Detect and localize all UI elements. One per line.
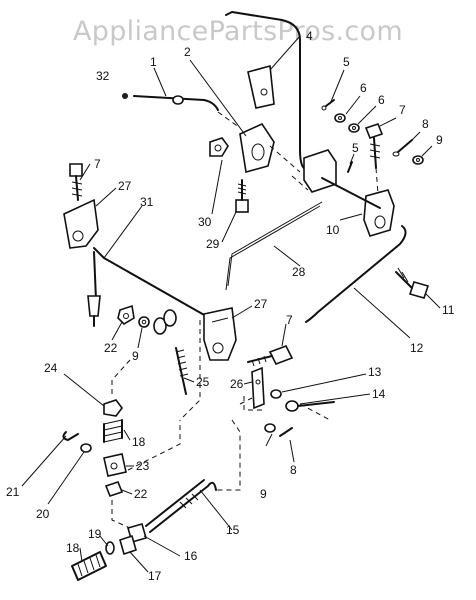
part-thin-rod [225, 201, 323, 291]
callout-23: 23 [136, 459, 150, 473]
callout-6a: 6 [360, 81, 367, 95]
callout-25: 25 [196, 375, 210, 389]
part-washer-19 [105, 541, 115, 555]
part-bolt-11 [395, 267, 430, 299]
callout-5b: 5 [352, 141, 359, 155]
callout-22b: 22 [134, 487, 148, 501]
part-cotter-pin-8b [279, 427, 293, 437]
part-cotter-pin-8a [392, 139, 413, 157]
callout-32: 32 [96, 69, 110, 83]
callout-24: 24 [44, 361, 58, 375]
callout-19: 19 [88, 527, 102, 541]
callout-2: 2 [184, 45, 191, 59]
part-hairpin-21 [62, 431, 79, 441]
callout-27a: 27 [118, 179, 132, 193]
part-bolt-7c [247, 344, 294, 367]
callout-26: 26 [230, 377, 244, 391]
callout-29: 29 [206, 237, 220, 251]
callout-8a: 8 [422, 117, 429, 131]
part-long-rod [305, 225, 407, 323]
part-collar [153, 309, 177, 335]
callout-16: 16 [184, 549, 198, 563]
callout-6b: 6 [378, 93, 385, 107]
part-bolt-7a [364, 123, 384, 169]
callout-numbers: 1 2 4 5 6 6 7 8 9 5 32 7 27 31 30 29 10 … [6, 29, 455, 583]
part-washer-9b [138, 316, 150, 328]
callout-18b: 18 [66, 541, 80, 555]
callout-28: 28 [292, 265, 306, 279]
part-clevis-pin-14 [285, 400, 335, 412]
part-cotter-pin-5a [321, 99, 335, 111]
part-link-rod [122, 93, 219, 111]
callout-8b: 8 [290, 463, 297, 477]
callout-13: 13 [368, 365, 382, 379]
part-bracket-27b [203, 307, 237, 361]
callout-17: 17 [148, 569, 162, 583]
callout-5a: 5 [343, 55, 350, 69]
part-washer-20 [80, 443, 92, 453]
callout-27b: 27 [254, 297, 268, 311]
part-swivel-block-23 [103, 453, 127, 477]
part-rod-bracket [247, 64, 275, 109]
part-nut-22a [117, 304, 135, 326]
callout-21: 21 [6, 485, 20, 499]
part-trunnion [303, 149, 395, 237]
callout-9c: 9 [260, 487, 267, 501]
part-bolt-29 [235, 179, 249, 213]
callout-9b: 9 [132, 349, 139, 363]
part-washer-9a [412, 155, 424, 165]
part-lower-rod [145, 479, 217, 533]
part-washer-6b [348, 123, 360, 133]
callout-31: 31 [140, 195, 154, 209]
part-washer-13 [270, 389, 282, 399]
callout-14: 14 [372, 387, 386, 401]
part-nut-30 [209, 137, 229, 157]
part-nut-24 [103, 399, 123, 417]
part-bolt-7b [69, 163, 83, 201]
part-nut-17 [119, 534, 137, 556]
callout-1: 1 [150, 55, 157, 69]
part-nut-22b [104, 481, 124, 497]
callout-12: 12 [410, 341, 424, 355]
part-washer-6a [334, 113, 346, 123]
part-spring-18b [71, 551, 107, 581]
callout-7c: 7 [286, 313, 293, 327]
part-bracket-27a [63, 198, 99, 249]
callout-9a: 9 [436, 133, 443, 147]
part-spring-rod [175, 347, 189, 395]
part-cotter-pin-5b [347, 161, 353, 173]
callout-7a: 7 [399, 103, 406, 117]
callout-18a: 18 [132, 435, 146, 449]
callout-4: 4 [306, 29, 313, 43]
assembly-lines [111, 111, 379, 529]
callout-20: 20 [36, 507, 50, 521]
callout-15: 15 [226, 523, 240, 537]
callout-30: 30 [198, 215, 212, 229]
part-clip-26 [251, 366, 265, 410]
callout-7b: 7 [94, 157, 101, 171]
callout-22a: 22 [104, 341, 118, 355]
part-shaft [87, 247, 207, 327]
part-spring-18a [103, 419, 123, 443]
part-pivot-bracket [239, 122, 275, 174]
leader-lines [21, 35, 441, 573]
part-washer-9c [264, 423, 276, 433]
callout-10: 10 [326, 223, 340, 237]
callout-11: 11 [442, 303, 455, 317]
